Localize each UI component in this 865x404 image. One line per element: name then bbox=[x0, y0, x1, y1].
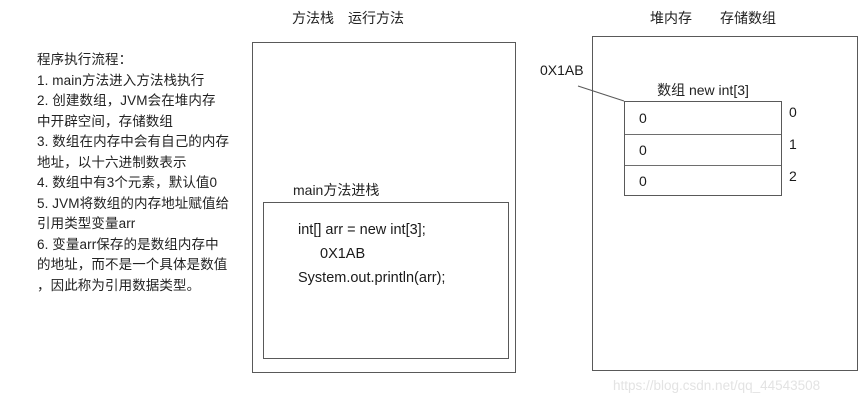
note-line: 5. JVM将数组的内存地址赋值给 bbox=[37, 195, 230, 211]
note-line: 4. 数组中有3个元素，默认值0 bbox=[37, 175, 218, 190]
code-line: System.out.println(arr); bbox=[298, 270, 446, 286]
array-index: 0 bbox=[789, 104, 797, 120]
explanation-notes: 程序执行流程： 1. main方法进入方法栈执行 2. 创建数组，JVM会在堆内… bbox=[37, 50, 242, 296]
array-box: 0 0 0 bbox=[624, 101, 782, 196]
stack-frame-code: int[] arr = new int[3]; 0X1AB System.out… bbox=[298, 218, 503, 290]
note-line: 1. main方法进入方法栈执行 bbox=[37, 72, 205, 88]
main-stack-frame-box bbox=[263, 202, 509, 359]
note-line: 地址，以十六进制数表示 bbox=[37, 154, 187, 170]
memory-address-label: 0X1AB bbox=[540, 62, 584, 78]
array-title: 数组 new int[3] bbox=[657, 82, 749, 98]
note-line: 2. 创建数组，JVM会在堆内存 bbox=[37, 93, 216, 108]
code-line: int[] arr = new int[3]; bbox=[298, 222, 426, 238]
note-line: 6. 变量arr保存的是数组内存中 bbox=[37, 236, 219, 252]
main-stack-frame-label: main方法进栈 bbox=[293, 182, 380, 198]
array-cell: 0 bbox=[625, 165, 781, 197]
note-line: 3. 数组在内存中会有自己的内存 bbox=[37, 134, 230, 149]
code-line: 0X1AB bbox=[320, 246, 366, 262]
note-line: 引用类型变量arr bbox=[37, 216, 136, 231]
heap-section-caption: 堆内存 存储数组 bbox=[650, 10, 776, 26]
stack-section-caption: 方法栈 运行方法 bbox=[292, 10, 404, 26]
note-line: 程序执行流程： bbox=[37, 52, 133, 67]
array-index: 1 bbox=[789, 136, 797, 152]
heap-memory-box bbox=[592, 36, 858, 371]
note-line: ，因此称为引用数据类型。 bbox=[37, 277, 201, 293]
array-cell: 0 bbox=[625, 133, 781, 166]
note-line: 中开辟空间，存储数组 bbox=[37, 113, 173, 129]
watermark: https://blog.csdn.net/qq_44543508 bbox=[613, 378, 821, 393]
array-cell: 0 bbox=[639, 109, 647, 126]
array-index: 2 bbox=[789, 168, 797, 184]
note-line: 的地址，而不是一个具体是数值 bbox=[37, 257, 228, 272]
